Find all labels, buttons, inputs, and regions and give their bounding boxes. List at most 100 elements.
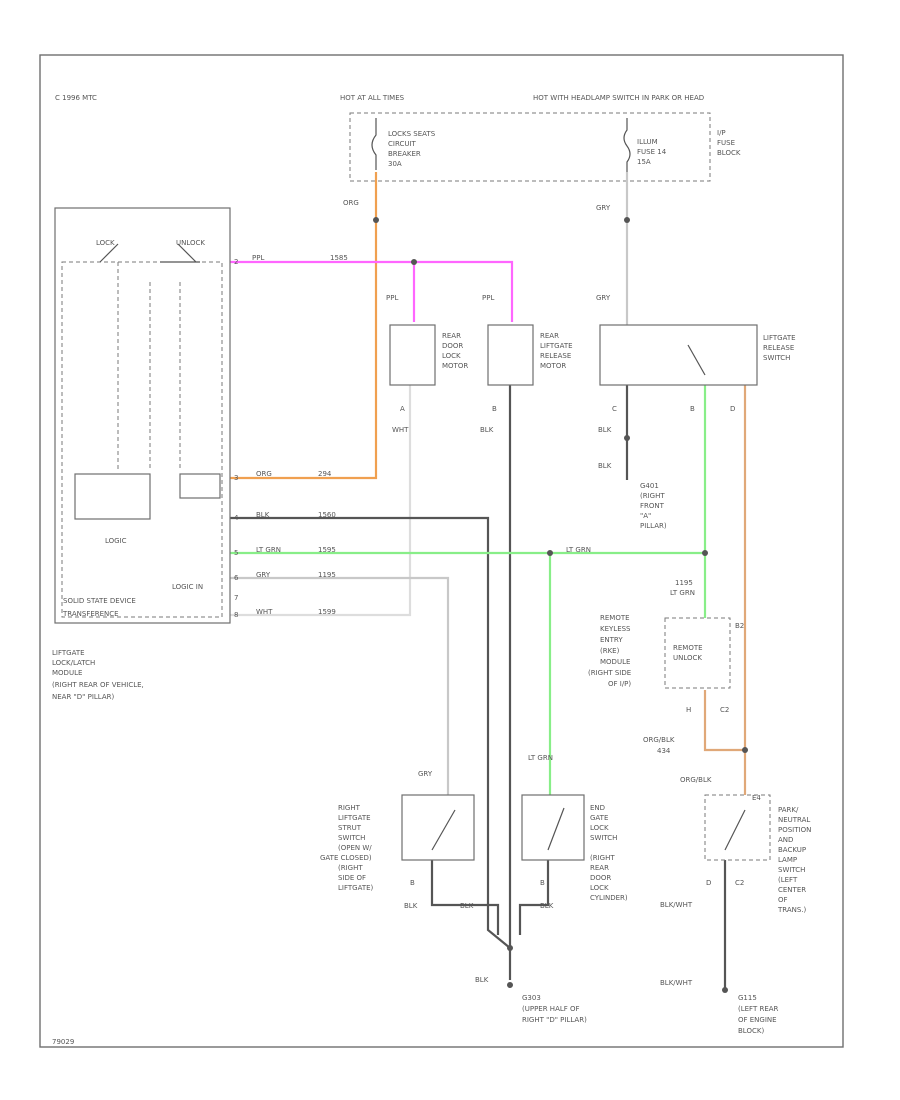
org-label: ORG bbox=[343, 199, 359, 207]
solid-state-label: SOLID STATE DEVICE bbox=[63, 597, 136, 605]
g303-label: G303 (UPPER HALF OF RIGHT "D" PILLAR) bbox=[522, 994, 587, 1024]
svg-text:PARK/: PARK/ bbox=[778, 806, 799, 814]
blk-label-6: BLK bbox=[460, 902, 474, 910]
pin-b-label: B bbox=[492, 405, 497, 413]
pin-c2-label: C2 bbox=[720, 706, 729, 714]
rear-liftgate-motor-label: REAR LIFTGATE RELEASE MOTOR bbox=[540, 332, 573, 370]
svg-text:NEAR "D" PILLAR): NEAR "D" PILLAR) bbox=[52, 693, 114, 701]
svg-text:ENTRY: ENTRY bbox=[600, 636, 623, 644]
blk-label-3: BLK bbox=[598, 426, 612, 434]
circuit-1560-label: 1560 bbox=[318, 511, 336, 519]
ppl-label-3: PPL bbox=[482, 294, 494, 302]
end-gate-switch-label: END GATE LOCK SWITCH bbox=[590, 804, 617, 842]
svg-text:NEUTRAL: NEUTRAL bbox=[778, 816, 810, 824]
org-blk-label-2: ORG/BLK bbox=[680, 776, 712, 784]
rear-door-motor-box bbox=[389, 324, 436, 386]
svg-text:MOTOR: MOTOR bbox=[442, 362, 468, 370]
svg-text:(RIGHT REAR OF VEHICLE,: (RIGHT REAR OF VEHICLE, bbox=[52, 681, 144, 689]
liftgate-module-label: LIFTGATE LOCK/LATCH MODULE (RIGHT REAR O… bbox=[52, 649, 144, 701]
illum-fuse-symbol bbox=[623, 118, 631, 172]
lt-grn-label-4: LT GRN bbox=[528, 754, 553, 762]
svg-text:KEYLESS: KEYLESS bbox=[600, 625, 631, 633]
pin-c2b-label: C2 bbox=[735, 879, 744, 887]
svg-text:(UPPER HALF OF: (UPPER HALF OF bbox=[522, 1005, 580, 1013]
svg-text:(RIGHT SIDE: (RIGHT SIDE bbox=[588, 669, 631, 677]
svg-text:4: 4 bbox=[234, 514, 239, 522]
end-gate-switch-box bbox=[521, 794, 585, 861]
module-inner-outline bbox=[61, 261, 223, 618]
svg-text:LOCK: LOCK bbox=[442, 352, 461, 360]
svg-text:LOCKS SEATS: LOCKS SEATS bbox=[388, 130, 436, 138]
svg-text:POSITION: POSITION bbox=[778, 826, 811, 834]
svg-text:BLOCK): BLOCK) bbox=[738, 1027, 764, 1035]
svg-text:BACKUP: BACKUP bbox=[778, 846, 806, 854]
svg-text:(RKE): (RKE) bbox=[600, 647, 620, 655]
svg-text:6: 6 bbox=[234, 574, 239, 582]
svg-text:GATE CLOSED): GATE CLOSED) bbox=[320, 854, 372, 862]
gry-label: GRY bbox=[596, 204, 611, 212]
svg-text:LIFTGATE: LIFTGATE bbox=[540, 342, 573, 350]
svg-text:DOOR: DOOR bbox=[442, 342, 463, 350]
wht-label: WHT bbox=[392, 426, 409, 434]
ppl-label: PPL bbox=[252, 254, 264, 262]
svg-text:RIGHT: RIGHT bbox=[338, 804, 361, 812]
module-pin-numbers: 2 3 4 5 6 7 8 bbox=[234, 258, 239, 619]
lock-relay-switch bbox=[99, 243, 200, 263]
gry-label-2: GRY bbox=[596, 294, 611, 302]
svg-text:OF: OF bbox=[778, 896, 788, 904]
svg-text:SWITCH: SWITCH bbox=[338, 834, 365, 842]
circuit-1195-b-label: 1195 bbox=[318, 571, 336, 579]
svg-text:(RIGHT: (RIGHT bbox=[338, 864, 363, 872]
pink-wire bbox=[230, 260, 514, 322]
svg-text:BREAKER: BREAKER bbox=[388, 150, 421, 158]
svg-text:TRANS.): TRANS.) bbox=[777, 906, 807, 914]
svg-text:G401: G401 bbox=[640, 482, 659, 490]
svg-text:7: 7 bbox=[234, 594, 238, 602]
g401-label: G401 (RIGHT FRONT "A" PILLAR) bbox=[640, 482, 667, 530]
rear-door-cylinder-label: (RIGHT REAR DOOR LOCK CYLINDER) bbox=[590, 854, 628, 902]
svg-text:DOOR: DOOR bbox=[590, 874, 611, 882]
rke-module-outline bbox=[664, 617, 731, 689]
svg-text:(RIGHT: (RIGHT bbox=[590, 854, 615, 862]
rear-door-motor-label: REAR DOOR LOCK MOTOR bbox=[442, 332, 468, 370]
svg-text:STRUT: STRUT bbox=[338, 824, 362, 832]
liftgate-module-box bbox=[54, 207, 231, 624]
strut-ground-wire bbox=[430, 860, 500, 935]
svg-text:LOCK/LATCH: LOCK/LATCH bbox=[52, 659, 95, 667]
svg-text:RIGHT "D" PILLAR): RIGHT "D" PILLAR) bbox=[522, 1016, 587, 1024]
wht-label-2: WHT bbox=[256, 608, 273, 616]
svg-text:BLOCK: BLOCK bbox=[717, 149, 741, 157]
circuit-1595-label: 1595 bbox=[318, 546, 336, 554]
svg-text:REAR: REAR bbox=[442, 332, 461, 340]
gray-strut-wire bbox=[230, 576, 450, 795]
blk-label: BLK bbox=[480, 426, 494, 434]
org-blk-label: ORG/BLK bbox=[643, 736, 675, 744]
figure-code: 79029 bbox=[52, 1038, 74, 1046]
splice-dots bbox=[373, 217, 748, 993]
svg-text:FRONT: FRONT bbox=[640, 502, 665, 510]
svg-text:LIFTGATE: LIFTGATE bbox=[52, 649, 85, 657]
svg-text:RELEASE: RELEASE bbox=[763, 344, 794, 352]
svg-text:5: 5 bbox=[234, 549, 238, 557]
end-gate-switch-contact bbox=[547, 807, 565, 851]
diagram-frame bbox=[39, 54, 844, 1048]
logic-in-label: LOGIC IN bbox=[172, 583, 203, 591]
unlock-switch-label: UNLOCK bbox=[176, 239, 205, 247]
lt-grn-label-3: LT GRN bbox=[670, 589, 695, 597]
svg-text:REMOTE: REMOTE bbox=[600, 614, 630, 622]
illum-fuse-label: ILLUM FUSE 14 15A bbox=[637, 138, 667, 166]
svg-text:REAR: REAR bbox=[540, 332, 559, 340]
pnp-switch-contact bbox=[724, 809, 746, 851]
circuit-1195-label: 1195 bbox=[675, 579, 693, 587]
liftgate-release-contact bbox=[687, 344, 706, 376]
svg-text:END: END bbox=[590, 804, 605, 812]
circuit-breaker-symbol bbox=[371, 118, 377, 170]
pin-b2-rke-label: B2 bbox=[735, 622, 744, 630]
rke-module-label: REMOTE KEYLESS ENTRY (RKE) MODULE (RIGHT… bbox=[588, 614, 631, 688]
transference-label: TRANSFERENCE bbox=[62, 610, 119, 618]
svg-text:(LEFT: (LEFT bbox=[778, 876, 798, 884]
blk-label-2: BLK bbox=[256, 511, 270, 519]
pin-b3-label: B bbox=[410, 879, 415, 887]
svg-text:AND: AND bbox=[778, 836, 793, 844]
